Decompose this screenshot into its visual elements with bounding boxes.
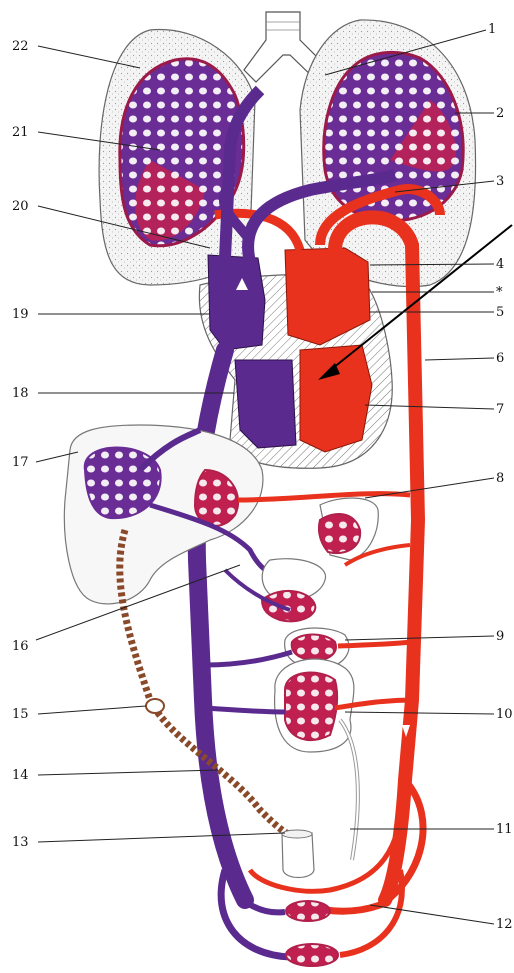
label-16: 16 — [12, 639, 29, 654]
label-4: 4 — [496, 257, 504, 272]
label-12: 12 — [496, 917, 513, 932]
label-5: 5 — [496, 305, 504, 320]
label-22: 22 — [12, 39, 29, 54]
stomach — [319, 498, 378, 560]
label-8: 8 — [496, 471, 504, 486]
capillary-bed-lower-2 — [286, 944, 338, 966]
label-asterisk: * — [496, 285, 503, 300]
label-10: 10 — [496, 707, 513, 722]
label-3: 3 — [496, 174, 504, 189]
label-20: 20 — [12, 199, 29, 214]
label-14: 14 — [12, 768, 29, 783]
left-ventricle — [300, 345, 372, 452]
label-2: 2 — [496, 106, 504, 121]
label-6: 6 — [496, 351, 504, 366]
leader-line — [365, 478, 494, 498]
leader-line — [425, 358, 494, 360]
bladder — [282, 830, 314, 878]
capillary-bed-lower-1 — [286, 901, 330, 921]
label-11: 11 — [496, 822, 513, 837]
lower-veins — [221, 870, 290, 957]
label-15: 15 — [12, 707, 29, 722]
label-1: 1 — [488, 22, 496, 37]
label-18: 18 — [12, 386, 29, 401]
intestine — [262, 559, 326, 622]
label-17: 17 — [12, 455, 29, 470]
right-ventricle — [235, 360, 296, 448]
leader-line — [345, 712, 494, 714]
right-atrium — [208, 255, 265, 350]
label-21: 21 — [12, 125, 29, 140]
label-7: 7 — [496, 402, 504, 417]
leader-line — [38, 706, 146, 714]
leader-line — [370, 905, 494, 924]
leader-line — [38, 770, 218, 775]
label-19: 19 — [12, 307, 29, 322]
gallbladder — [146, 699, 164, 713]
leader-line — [38, 833, 285, 842]
label-9: 9 — [496, 629, 504, 644]
label-13: 13 — [12, 835, 29, 850]
